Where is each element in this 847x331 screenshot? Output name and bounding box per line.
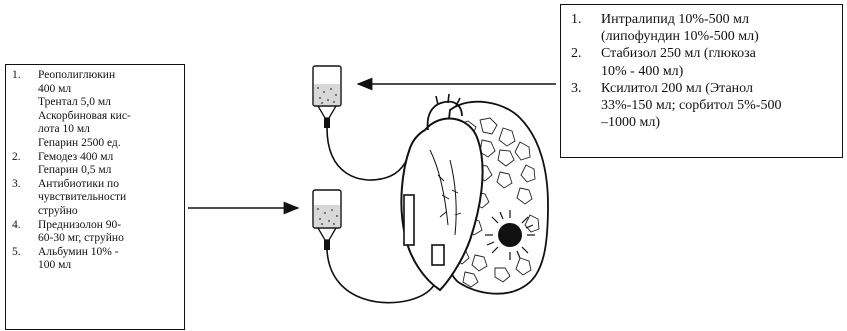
list-item-text: Преднизолон 90-60-30 мг, струйно bbox=[38, 219, 180, 246]
list-item-line: лота 10 мл bbox=[38, 123, 180, 137]
tumor-icon bbox=[485, 210, 535, 260]
list-item-line: Гепарин 2500 ед. bbox=[38, 137, 180, 151]
list-item: 1.Интралипид 10%-500 мл(липофундин 10%-5… bbox=[571, 11, 836, 45]
list-item-line: Гемодез 400 мл bbox=[38, 151, 180, 165]
list-item-text: Интралипид 10%-500 мл(липофундин 10%-500… bbox=[601, 11, 836, 45]
list-item-line: Ксилитол 200 мл (Этанол bbox=[601, 80, 836, 97]
list-item-line: Аскорбиновая кис- bbox=[38, 110, 180, 124]
list-item-number: 4. bbox=[12, 219, 38, 246]
list-item-line: 10% - 400 мл) bbox=[601, 63, 836, 80]
list-item-line: Альбумин 10% - bbox=[38, 246, 180, 260]
list-item-number: 2. bbox=[571, 45, 601, 79]
list-item-line: (липофундин 10%-500 мл) bbox=[601, 28, 836, 45]
list-item-line: 100 мл bbox=[38, 259, 180, 273]
list-item: 5.Альбумин 10% -100 мл bbox=[12, 246, 180, 273]
list-item-line: –1000 мл) bbox=[601, 114, 836, 131]
list-item-line: Трентал 5,0 мл bbox=[38, 96, 180, 110]
list-item-line: Преднизолон 90- bbox=[38, 219, 180, 233]
list-item-number: 1. bbox=[571, 11, 601, 45]
lower-infusion-bottle-icon bbox=[313, 190, 341, 250]
list-item-number: 1. bbox=[12, 69, 38, 151]
list-item-number: 3. bbox=[12, 178, 38, 219]
list-item-line: Стабизол 250 мл (глюкоза bbox=[601, 45, 836, 62]
list-item-line: струйно bbox=[38, 205, 180, 219]
list-item-line: 400 мл bbox=[38, 83, 180, 97]
list-item-line: Гепарин 0,5 мл bbox=[38, 164, 180, 178]
list-item-number: 3. bbox=[571, 80, 601, 132]
list-item: 4.Преднизолон 90-60-30 мг, струйно bbox=[12, 219, 180, 246]
list-item-number: 5. bbox=[12, 246, 38, 273]
right-medication-list: 1.Интралипид 10%-500 мл(липофундин 10%-5… bbox=[571, 11, 836, 131]
list-item-number: 2. bbox=[12, 151, 38, 178]
list-item-line: чувствительности bbox=[38, 191, 180, 205]
list-item-line: Интралипид 10%-500 мл bbox=[601, 11, 836, 28]
right-medication-list-box: 1.Интралипид 10%-500 мл(липофундин 10%-5… bbox=[560, 4, 843, 158]
list-item-line: 33%-150 мл; сорбитол 5%-500 bbox=[601, 97, 836, 114]
upper-infusion-tube bbox=[327, 128, 410, 180]
list-item-text: Альбумин 10% -100 мл bbox=[38, 246, 180, 273]
upper-infusion-bottle-icon bbox=[313, 66, 341, 128]
list-item-line: Антибиотики по bbox=[38, 178, 180, 192]
list-item-line: Реополиглюкин bbox=[38, 69, 180, 83]
list-item-line: 60-30 мг, струйно bbox=[38, 232, 180, 246]
